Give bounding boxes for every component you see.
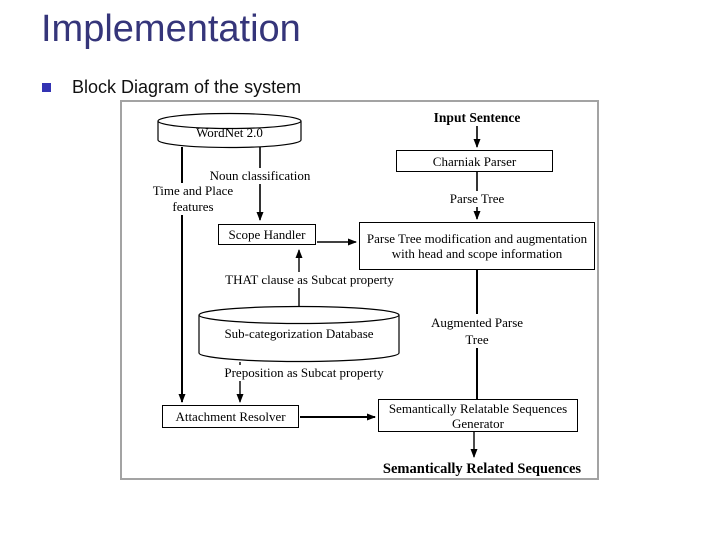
node-wordnet-label: WordNet 2.0: [196, 125, 263, 140]
node-attachment-resolver: Attachment Resolver: [162, 405, 299, 428]
label-preposition: Preposition as Subcat property: [214, 365, 394, 381]
node-subcat-db-label: Sub-categorization Database: [224, 326, 374, 341]
cylinder-wordnet: [157, 112, 302, 149]
node-parse-tree-modification: Parse Tree modification and augmentation…: [359, 222, 595, 270]
label-augmented-parse-tree: Augmented Parse Tree: [422, 314, 532, 348]
bullet-square-icon: [42, 83, 51, 92]
label-that-clause: THAT clause as Subcat property: [222, 272, 397, 288]
label-noun-classification: Noun classification: [200, 168, 320, 184]
cylinder-subcat-db: [198, 305, 400, 363]
slide-title: Implementation: [41, 8, 301, 50]
node-charniak-parser: Charniak Parser: [396, 150, 553, 172]
diagram-frame: Charniak Parser Parse Tree modification …: [120, 100, 599, 480]
node-srs-generator: Semantically Relatable Sequences Generat…: [378, 399, 578, 432]
bullet-text: Block Diagram of the system: [72, 77, 302, 97]
label-time-place-features: Time and Place features: [143, 183, 243, 215]
bullet-row: Block Diagram of the system: [42, 77, 301, 98]
label-input-sentence: Input Sentence: [402, 110, 552, 126]
diagram-canvas: Charniak Parser Parse Tree modification …: [122, 102, 597, 478]
node-scope-handler: Scope Handler: [218, 224, 316, 245]
label-parse-tree: Parse Tree: [437, 191, 517, 207]
label-semantically-related-sequences: Semantically Related Sequences: [367, 461, 597, 477]
